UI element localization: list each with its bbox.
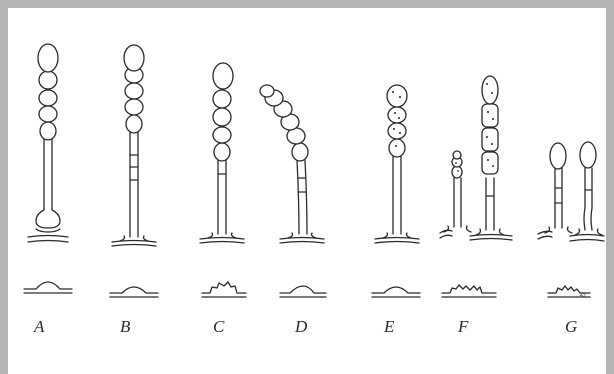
label-f: F [457,317,469,336]
label-e: E [383,317,395,336]
label-d: D [294,317,308,336]
small-mark: 43 [580,293,586,299]
label-c: C [213,317,225,336]
label-a: A [33,317,45,336]
label-g: G [565,317,577,336]
label-b: B [120,317,131,336]
